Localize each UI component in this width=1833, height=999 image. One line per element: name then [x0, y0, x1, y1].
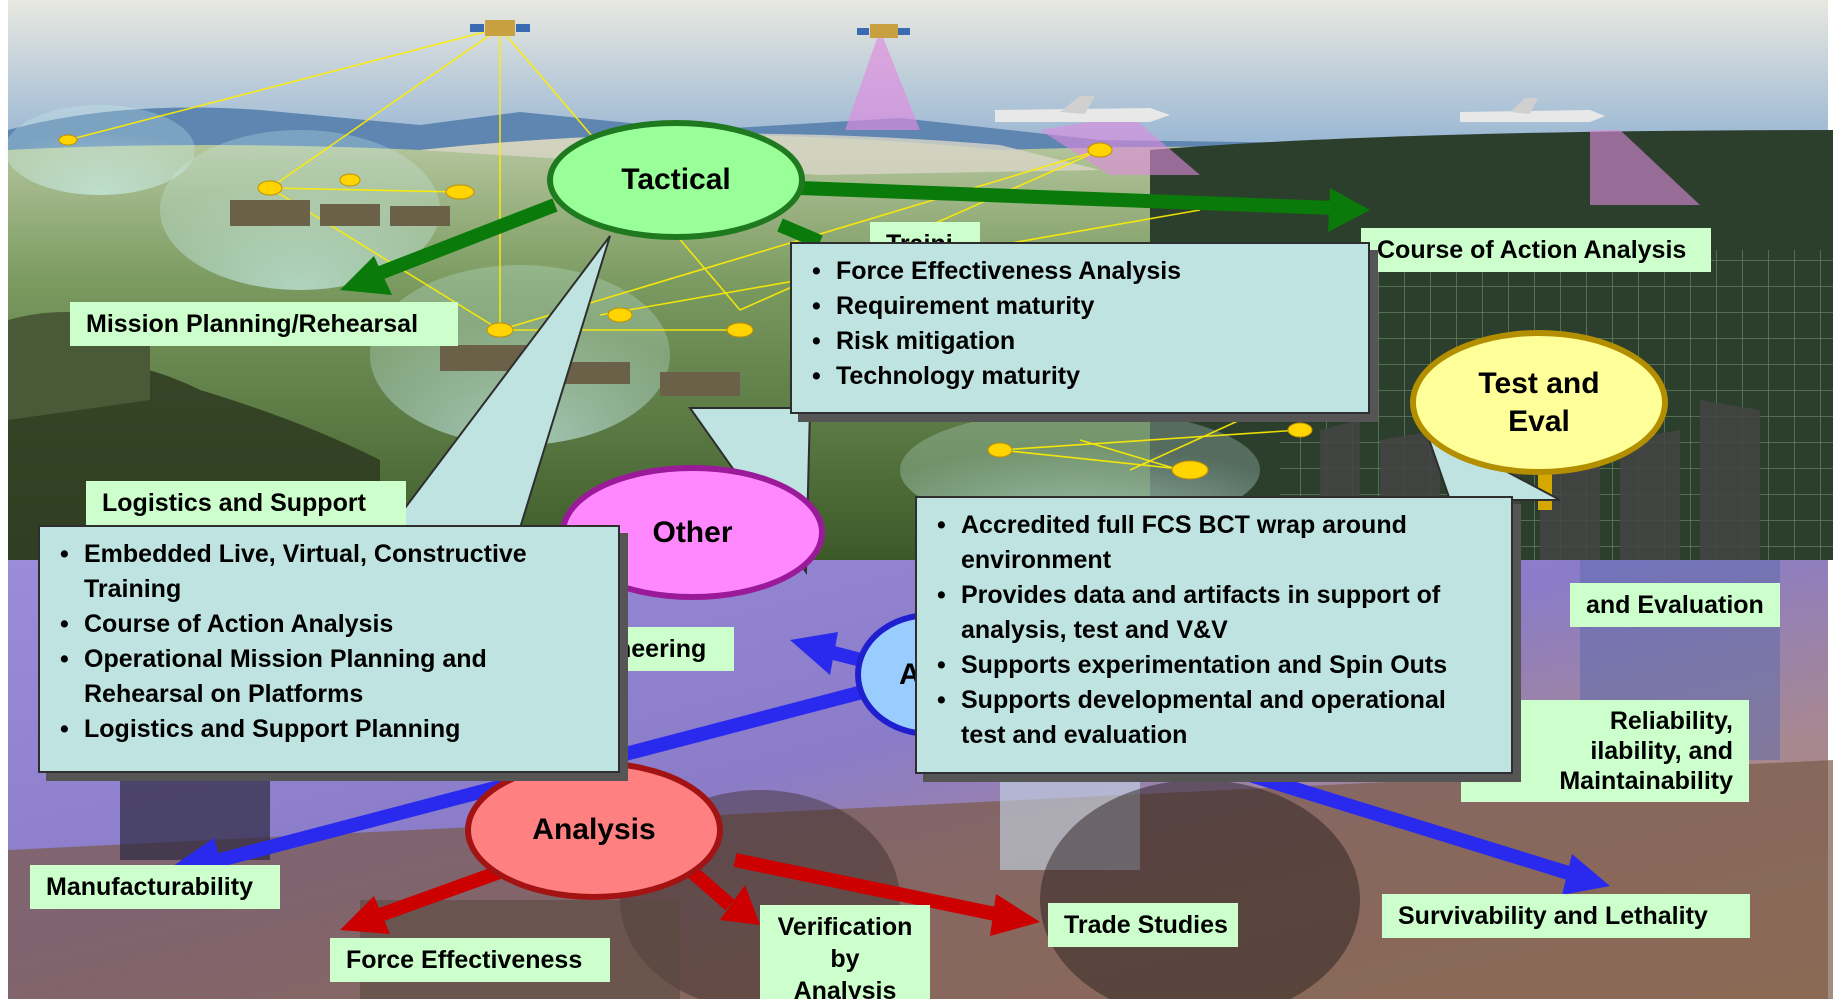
- callout-item: Requirement maturity: [808, 289, 1352, 324]
- callout-item: Supports developmental and operational t…: [933, 683, 1495, 753]
- callout-tactical-list: Embedded Live, Virtual, Constructive Tra…: [56, 537, 602, 747]
- node-other-label: Other: [652, 515, 733, 549]
- callout-tactical: Embedded Live, Virtual, Constructive Tra…: [38, 525, 620, 773]
- callout-test-and-eval-list: Accredited full FCS BCT wrap around envi…: [933, 508, 1495, 753]
- label-course-of-action-analysis: Course of Action Analysis: [1361, 228, 1711, 272]
- callout-item: Course of Action Analysis: [56, 607, 602, 642]
- label-verification-by-analysis: Verification by Analysis: [760, 905, 930, 999]
- callout-item: Technology maturity: [808, 359, 1352, 394]
- callout-training-list: Force Effectiveness Analysis Requirement…: [808, 254, 1352, 394]
- node-test-and-eval: Test and Eval: [1410, 330, 1668, 475]
- callout-test-and-eval: Accredited full FCS BCT wrap around envi…: [915, 496, 1513, 774]
- node-analysis: Analysis: [465, 760, 723, 900]
- satellite-icon: [470, 20, 530, 36]
- label-engineering: neering: [600, 627, 734, 671]
- label-logistics-and-support: Logistics and Support: [86, 481, 406, 525]
- satellite-icon: [857, 24, 910, 38]
- callout-item: Operational Mission Planning and Rehears…: [56, 642, 602, 712]
- label-trade-studies: Trade Studies: [1048, 903, 1238, 947]
- callout-training: Force Effectiveness Analysis Requirement…: [790, 242, 1370, 414]
- node-tactical-label: Tactical: [621, 163, 731, 196]
- callout-item: Risk mitigation: [808, 324, 1352, 359]
- node-test-and-eval-label: Test and Eval: [1478, 366, 1600, 438]
- callout-item: Provides data and artifacts in support o…: [933, 578, 1495, 648]
- aircraft-icon: [1460, 98, 1605, 122]
- aircraft-icon: [995, 96, 1170, 122]
- node-analysis-label: Analysis: [532, 813, 656, 846]
- callout-item: Force Effectiveness Analysis: [808, 254, 1352, 289]
- node-tactical: Tactical: [547, 120, 805, 240]
- callout-item: Supports experimentation and Spin Outs: [933, 648, 1495, 683]
- label-survivability-and-lethality: Survivability and Lethality: [1382, 894, 1750, 938]
- label-force-effectiveness: Force Effectiveness: [330, 938, 610, 982]
- callout-item: Logistics and Support Planning: [56, 712, 602, 747]
- callout-item: Accredited full FCS BCT wrap around envi…: [933, 508, 1495, 578]
- label-mission-planning-rehearsal: Mission Planning/Rehearsal: [70, 302, 458, 346]
- label-test-and-evaluation: and Evaluation: [1570, 583, 1780, 627]
- label-manufacturability: Manufacturability: [30, 865, 280, 909]
- arrow-connectors: [160, 181, 1610, 936]
- callout-item: Embedded Live, Virtual, Constructive Tra…: [56, 537, 602, 607]
